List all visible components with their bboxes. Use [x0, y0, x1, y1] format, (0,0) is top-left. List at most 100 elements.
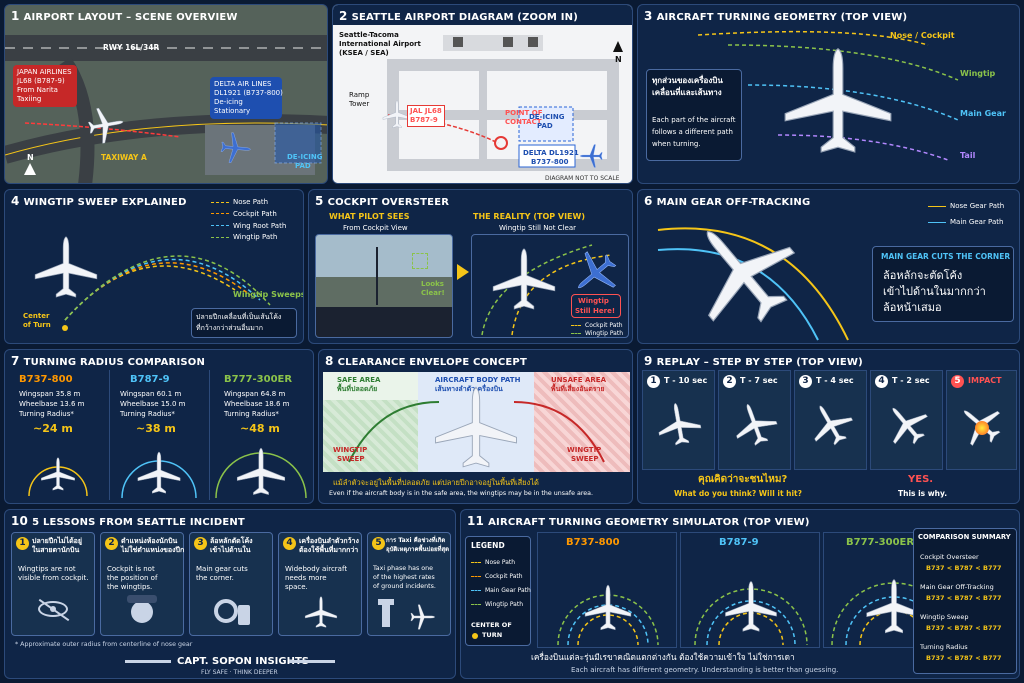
- lesson-card-2: 2 ตำแหน่งห้องนักบิน ไม่ใช่ตำแหน่งของปีก …: [100, 532, 184, 636]
- cockpit-path-legend: Cockpit Path: [571, 322, 623, 330]
- brand-name: CAPT. SOPON INSIGHTS: [177, 656, 309, 667]
- geometry-info-box: ทุกส่วนของเครื่องบิน เคลื่อนที่และเส้นทา…: [646, 69, 742, 161]
- radius-col-b737: B737-800 Wingspan 35.8 m Wheelbase 13.6 …: [9, 370, 107, 500]
- lesson-card-4: 4 เครื่องบินลำตัวกว้าง ต้องใช้พื้นที่มาก…: [278, 532, 362, 636]
- north-arrow-icon: [24, 163, 36, 175]
- widebody-plane-icon: [299, 595, 343, 631]
- b777-plane-icon: [234, 446, 288, 500]
- unsafe-area-zone: [534, 372, 630, 472]
- north-arrow-label: N: [615, 55, 622, 64]
- clearance-arcs: [348, 401, 605, 463]
- b787-plane-icon: [135, 450, 183, 498]
- clearance-en-note: Even if the aircraft body is in the safe…: [329, 490, 594, 497]
- b787-plane-icon: [722, 579, 780, 637]
- sim-legend: LEGEND Nose Path Cockpit Path Main Gear …: [465, 536, 531, 646]
- plane-icon: [651, 397, 707, 453]
- wings-right-icon: [289, 660, 335, 663]
- sweep-paths-diagram: [62, 255, 271, 331]
- reality-label: THE REALITY (TOP VIEW): [473, 212, 586, 221]
- question-thai: คุณคิดว่าจะชนไหม?: [698, 474, 788, 485]
- delta-plane-icon: [579, 143, 605, 169]
- north-arrow-label: N: [27, 153, 34, 162]
- delta-plane-icon: [216, 123, 254, 174]
- radius-col-b777: B777-300ER Wingspan 64.8 m Wheelbase 18.…: [209, 370, 311, 500]
- turning-paths-diagram: [697, 30, 959, 161]
- brand-tagline: FLY SAFE · THINK DEEPER: [201, 669, 278, 676]
- impact-burst-icon: [975, 421, 989, 435]
- sweep-legend: Nose Path Cockpit Path Wing Root Path Wi…: [211, 198, 286, 242]
- nose-cockpit-label: Nose / Cockpit: [890, 31, 955, 40]
- sim-col-b737: B737-800: [537, 532, 677, 648]
- eye-off-icon: [38, 601, 68, 617]
- plane-icon: [724, 394, 786, 456]
- not-to-scale-note: DIAGRAM NOT TO SCALE: [545, 175, 620, 182]
- wingtip-label: Wingtip: [960, 69, 996, 78]
- aircraft-top-view-icon: [778, 29, 898, 179]
- cockpit-view-image: [315, 234, 453, 338]
- control-tower-icon: [382, 603, 390, 627]
- gear-icon: [238, 605, 250, 625]
- footnote: * Approximate outer radius from centerli…: [15, 641, 193, 648]
- nose-gear-legend: Nose Gear Path: [928, 202, 1004, 211]
- sweep-note-box: ปลายปีกเคลื่อนที่เป็นเส้นโค้ง ที่กว้างกว…: [191, 308, 297, 338]
- wingtip-sweeps-label: Wingtip Sweeps: [233, 290, 304, 299]
- main-gear-legend: Main Gear Path: [928, 218, 1003, 227]
- center-dot-icon: [472, 633, 478, 639]
- main-gear-note-box: MAIN GEAR CUTS THE CORNER ล้อหลักจะตัดโค…: [872, 246, 1014, 322]
- clearance-thai-note: แม้ลำตัวจะอยู่ในพื้นที่ปลอดภัย แต่ปลายปี…: [333, 478, 539, 487]
- main-gear-label: Main Gear: [960, 109, 1006, 118]
- tail-label: Tail: [960, 151, 976, 160]
- jal-info-box: JAPAN AIRLINES JL68 (B787-9) From Narita…: [13, 65, 77, 107]
- what-pilot-sees-label: WHAT PILOT SEES: [329, 212, 410, 221]
- safe-pattern: [323, 400, 418, 472]
- sim-col-b787: B787-9: [680, 532, 820, 648]
- wingtip-still-here-box: Wingtip Still Here!: [571, 294, 621, 318]
- delta-info-box: DELTA AIR LINES DL1921 (B737-800) De-ici…: [210, 77, 283, 119]
- b737-plane-icon: [39, 456, 77, 494]
- b737-plane-icon: [582, 583, 634, 635]
- answer-yes: YES.: [908, 474, 934, 485]
- plane-icon: [798, 392, 864, 458]
- wingtip-path-legend: Wingtip Path: [571, 330, 623, 338]
- taxiway-label: TAXIWAY A: [101, 153, 147, 162]
- aircraft-top-view-icon: [489, 246, 559, 316]
- answer-why: This is why.: [898, 489, 948, 498]
